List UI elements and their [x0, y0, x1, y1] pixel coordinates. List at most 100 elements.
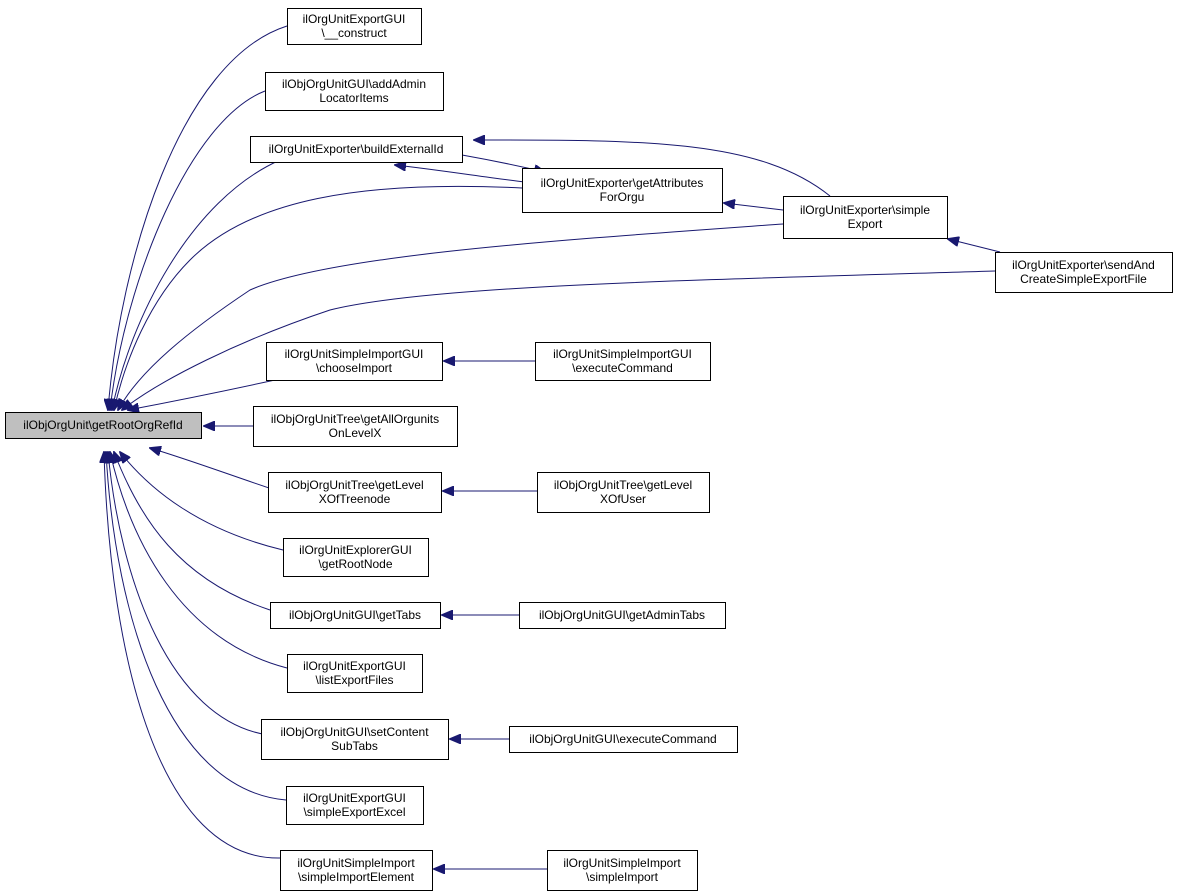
edge-gettabs-root	[114, 452, 271, 611]
node-explorergui_root[interactable]: ilOrgUnitExplorerGUI\getRootNode	[283, 538, 429, 577]
node-box	[519, 602, 726, 629]
node-label: \__construct	[321, 26, 387, 40]
node-label: ilObjOrgUnitTree\getLevel	[554, 478, 692, 492]
node-label: ilObjOrgUnitGUI\getAdminTabs	[539, 608, 705, 622]
node-label: OnLevelX	[329, 426, 382, 440]
node-label: ilOrgUnitExplorerGUI	[299, 543, 412, 557]
node-label: ilObjOrgUnitTree\getAllOrgunits	[271, 412, 439, 426]
node-label: ForOrgu	[600, 190, 645, 204]
node-label: ilOrgUnitExporter\simple	[800, 203, 930, 217]
node-simpleimportgui_exec[interactable]: ilOrgUnitSimpleImportGUI\executeCommand	[535, 342, 711, 381]
edge-explorer-root	[120, 452, 284, 551]
node-label: ilOrgUnitExportGUI	[303, 659, 406, 673]
node-label: CreateSimpleExportFile	[1020, 272, 1147, 286]
node-label: ilOrgUnitSimpleImportGUI	[285, 347, 424, 361]
edge-sendcreate-simpleexport	[948, 239, 1001, 253]
node-label: ilOrgUnitSimpleImportGUI	[553, 347, 692, 361]
node-label: ilOrgUnitExporter\getAttributes	[541, 176, 704, 190]
node-box	[995, 252, 1173, 293]
node-box	[253, 406, 458, 447]
node-label: ilObjOrgUnitGUI\addAdmin	[282, 77, 426, 91]
nodes-layer: ilObjOrgUnit\getRootOrgRefId ilOrgUnitExp…	[5, 8, 1173, 891]
node-root[interactable]: ilObjOrgUnit\getRootOrgRefId	[5, 412, 202, 439]
node-label: XOfTreenode	[319, 492, 391, 506]
node-box	[280, 850, 433, 891]
edge-simpleexport-root	[118, 223, 784, 410]
node-exporter_buildext[interactable]: ilOrgUnitExporter\buildExternalId	[250, 136, 463, 163]
node-label: ilOrgUnitSimpleImport	[297, 856, 415, 870]
node-label: ilOrgUnitSimpleImport	[563, 856, 681, 870]
node-box	[547, 850, 698, 891]
node-box	[250, 136, 463, 163]
node-label: XOfUser	[600, 492, 646, 506]
node-label: ilOrgUnitExporter\sendAnd	[1012, 258, 1155, 272]
edge-addadmin-root	[110, 90, 266, 410]
node-label: \listExportFiles	[315, 673, 393, 687]
node-label: Export	[848, 217, 883, 231]
edge-simpleexport-getattr	[724, 203, 784, 211]
node-label: ilOrgUnitExporter\buildExternalId	[269, 142, 444, 156]
node-label: ilObjOrgUnitTree\getLevel	[285, 478, 423, 492]
edge-getattr-root	[114, 185, 523, 410]
node-exportgui_excel[interactable]: ilOrgUnitExportGUI\simpleExportExcel	[286, 786, 424, 825]
node-simpleimport_element[interactable]: ilOrgUnitSimpleImport\simpleImportElemen…	[280, 850, 433, 891]
node-label: \getRootNode	[318, 557, 392, 571]
edge-list-root	[110, 452, 288, 669]
node-box	[283, 538, 429, 577]
node-box	[265, 72, 444, 111]
node-box	[522, 168, 723, 213]
node-label: ilObjOrgUnitGUI\executeCommand	[529, 732, 716, 746]
node-exportgui_construct[interactable]: ilOrgUnitExportGUI\__construct	[287, 8, 422, 45]
node-box	[268, 472, 442, 513]
edge-construct-root	[108, 25, 288, 410]
edges-layer	[104, 25, 1001, 869]
edge-element-root	[104, 452, 281, 859]
node-label: ilObjOrgUnitGUI\setContent	[280, 725, 429, 739]
node-objgui_exec[interactable]: ilObjOrgUnitGUI\executeCommand	[509, 726, 738, 753]
node-box	[5, 412, 202, 439]
node-box	[509, 726, 738, 753]
edge-excel-root	[106, 452, 287, 801]
edge-getlevelnode-root	[150, 448, 276, 491]
node-objgui_getadmintabs[interactable]: ilObjOrgUnitGUI\getAdminTabs	[519, 602, 726, 629]
node-label: ilObjOrgUnitGUI\getTabs	[289, 608, 421, 622]
node-label: SubTabs	[331, 739, 378, 753]
node-label: ilOrgUnitExportGUI	[303, 12, 406, 26]
node-box	[535, 342, 711, 381]
node-simpleimport_import[interactable]: ilOrgUnitSimpleImport\simpleImport	[547, 850, 698, 891]
node-label: \simpleImportElement	[298, 870, 415, 884]
node-box	[286, 786, 424, 825]
node-simpleimportgui_choose[interactable]: ilOrgUnitSimpleImportGUI\chooseImport	[266, 342, 443, 381]
node-label: ilOrgUnitExportGUI	[303, 791, 406, 805]
node-exporter_simpleexport[interactable]: ilOrgUnitExporter\simpleExport	[783, 196, 948, 239]
edge-getattr-buildext	[395, 165, 526, 183]
node-label: \executeCommand	[572, 361, 673, 375]
node-box	[270, 602, 441, 629]
edge-simpleexport-buildext	[474, 140, 831, 197]
node-exporter_sendandcreate[interactable]: ilOrgUnitExporter\sendAndCreateSimpleExp…	[995, 252, 1173, 293]
node-label: ilObjOrgUnit\getRootOrgRefId	[23, 418, 182, 432]
node-box	[261, 719, 449, 760]
node-box	[287, 654, 423, 693]
node-label: \simpleExportExcel	[303, 805, 405, 819]
node-exportgui_list[interactable]: ilOrgUnitExportGUI\listExportFiles	[287, 654, 423, 693]
node-box	[537, 472, 710, 513]
edge-choose-root	[128, 379, 276, 410]
node-box	[783, 196, 948, 239]
node-objgui_gettabs[interactable]: ilObjOrgUnitGUI\getTabs	[270, 602, 441, 629]
node-label: LocatorItems	[319, 91, 388, 105]
edge-sendcreate-root	[122, 270, 996, 410]
edge-buildext-root	[112, 159, 281, 410]
edge-setcontent-root	[108, 452, 269, 736]
node-box	[287, 8, 422, 45]
node-label: \chooseImport	[316, 361, 393, 375]
node-box	[266, 342, 443, 381]
node-label: \simpleImport	[586, 870, 659, 884]
